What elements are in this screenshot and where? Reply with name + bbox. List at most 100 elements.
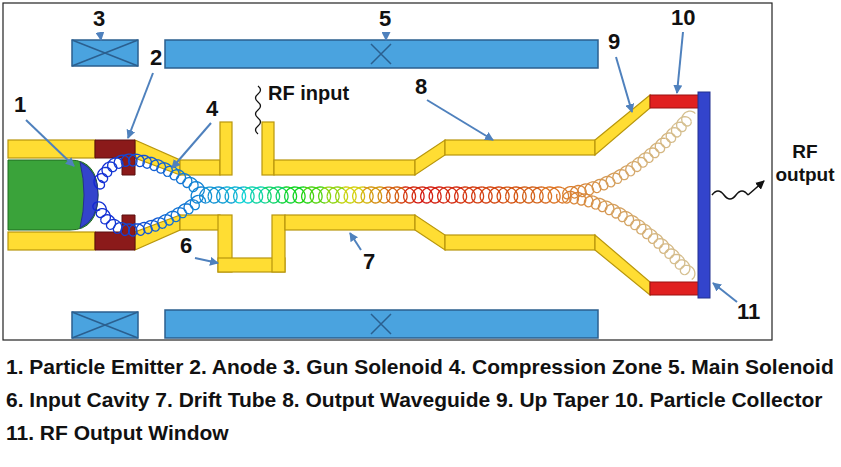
leader-line: [713, 283, 737, 302]
particle-emitter: [8, 160, 98, 230]
callout-number: 5: [379, 7, 391, 31]
beam-coil: [677, 117, 691, 123]
tube-wall: [285, 215, 415, 230]
beam-coil: [114, 157, 122, 168]
callout-number: 1: [14, 93, 26, 117]
beam-coil: [113, 223, 119, 234]
beam-coil: [540, 191, 549, 203]
beam-coil: [421, 191, 430, 203]
gun-solenoid: [72, 312, 138, 338]
tube-wall: [180, 215, 220, 230]
beam-coil: [514, 187, 522, 202]
beam-coil: [606, 182, 615, 187]
callout-number: 7: [363, 250, 375, 274]
beam-coil: [189, 182, 204, 188]
tube-wall: [220, 122, 232, 175]
tube-wall: [135, 140, 180, 175]
tube-wall: [445, 140, 595, 155]
beam-coil: [497, 189, 504, 203]
callout-number: 11: [737, 300, 760, 324]
leader-line: [677, 32, 683, 93]
gun-solenoid: [72, 40, 138, 66]
callout-number: 8: [415, 75, 427, 99]
leader-line: [195, 258, 218, 263]
beam-coil: [151, 218, 158, 231]
beam-coil: [178, 212, 187, 218]
beam-coil: [361, 191, 370, 203]
beam-coil: [395, 187, 403, 202]
main-solenoid: [371, 314, 391, 334]
leader-line: [350, 233, 361, 250]
tube-wall: [262, 122, 274, 175]
particle-emitter: [8, 160, 98, 230]
beam-coil: [577, 194, 589, 204]
main-solenoid: [165, 40, 598, 338]
rf-output-wave: [712, 191, 748, 199]
rf-input-wave: [256, 86, 261, 134]
tube-wall: [445, 235, 595, 250]
beam-coil: [302, 191, 311, 203]
beam-coil: [638, 157, 647, 167]
leader-line: [172, 123, 211, 168]
leader-line: [616, 57, 632, 112]
tube-wall: [274, 160, 415, 175]
beam-coil: [680, 265, 687, 274]
figure-caption: 1. Particle Emitter 2. Anode 3. Gun Sole…: [6, 350, 836, 449]
beam-coil: [200, 189, 207, 203]
leader-line: [427, 100, 493, 140]
beam-coil: [548, 187, 562, 199]
tube-wall: [415, 215, 445, 250]
beam-coil: [217, 187, 225, 202]
signal-label: RF output: [774, 140, 836, 186]
beam-coil: [672, 125, 680, 137]
beam-coil: [643, 229, 649, 239]
signal-label: RF input: [268, 82, 349, 105]
beam-coil: [631, 220, 642, 229]
beam-coil: [650, 151, 659, 157]
particle-collector: [650, 282, 700, 295]
beam-coil: [336, 187, 344, 202]
particle-beam: [93, 111, 695, 280]
beam-coil: [657, 145, 665, 153]
leader-line: [128, 73, 153, 138]
callout-number: 4: [206, 97, 218, 121]
tube-wall: [415, 140, 445, 175]
beam-coil: [242, 191, 251, 203]
particle-collector: [650, 95, 700, 108]
gun-solenoid: [72, 40, 138, 66]
beam-coil: [654, 241, 662, 248]
beam-coil: [637, 224, 645, 234]
rf-output-wave: [748, 181, 764, 195]
beam-coil: [121, 226, 128, 236]
beam-coil: [108, 159, 115, 171]
tube-wall: [595, 235, 650, 295]
callout-number: 3: [93, 7, 105, 31]
beam-coil: [675, 260, 684, 269]
callout-number: 6: [180, 234, 192, 258]
beam-coil: [685, 260, 690, 274]
beam-coil: [598, 202, 604, 212]
beam-coil: [378, 189, 385, 203]
beam-coil: [618, 212, 633, 218]
tube-wall: [8, 140, 95, 158]
leader-line: [100, 33, 101, 40]
beam-coil: [96, 202, 107, 214]
beam-coil: [625, 216, 638, 223]
callout-number: 10: [671, 6, 695, 30]
tube-wall: [8, 95, 650, 295]
gun-solenoid: [72, 312, 138, 338]
beam-coil: [259, 189, 266, 203]
beam-coil: [170, 170, 176, 180]
output-window: [698, 92, 710, 298]
tube-wall: [272, 215, 285, 272]
beam-coil: [136, 223, 150, 232]
tube-wall: [180, 160, 220, 175]
rf-output-wave: [712, 181, 764, 199]
beam-coil: [438, 189, 445, 203]
beam-coil: [592, 198, 599, 209]
main-solenoid: [165, 310, 598, 338]
beam-coil: [480, 191, 489, 203]
beam-coil: [682, 120, 692, 126]
beam-coil: [592, 182, 599, 193]
